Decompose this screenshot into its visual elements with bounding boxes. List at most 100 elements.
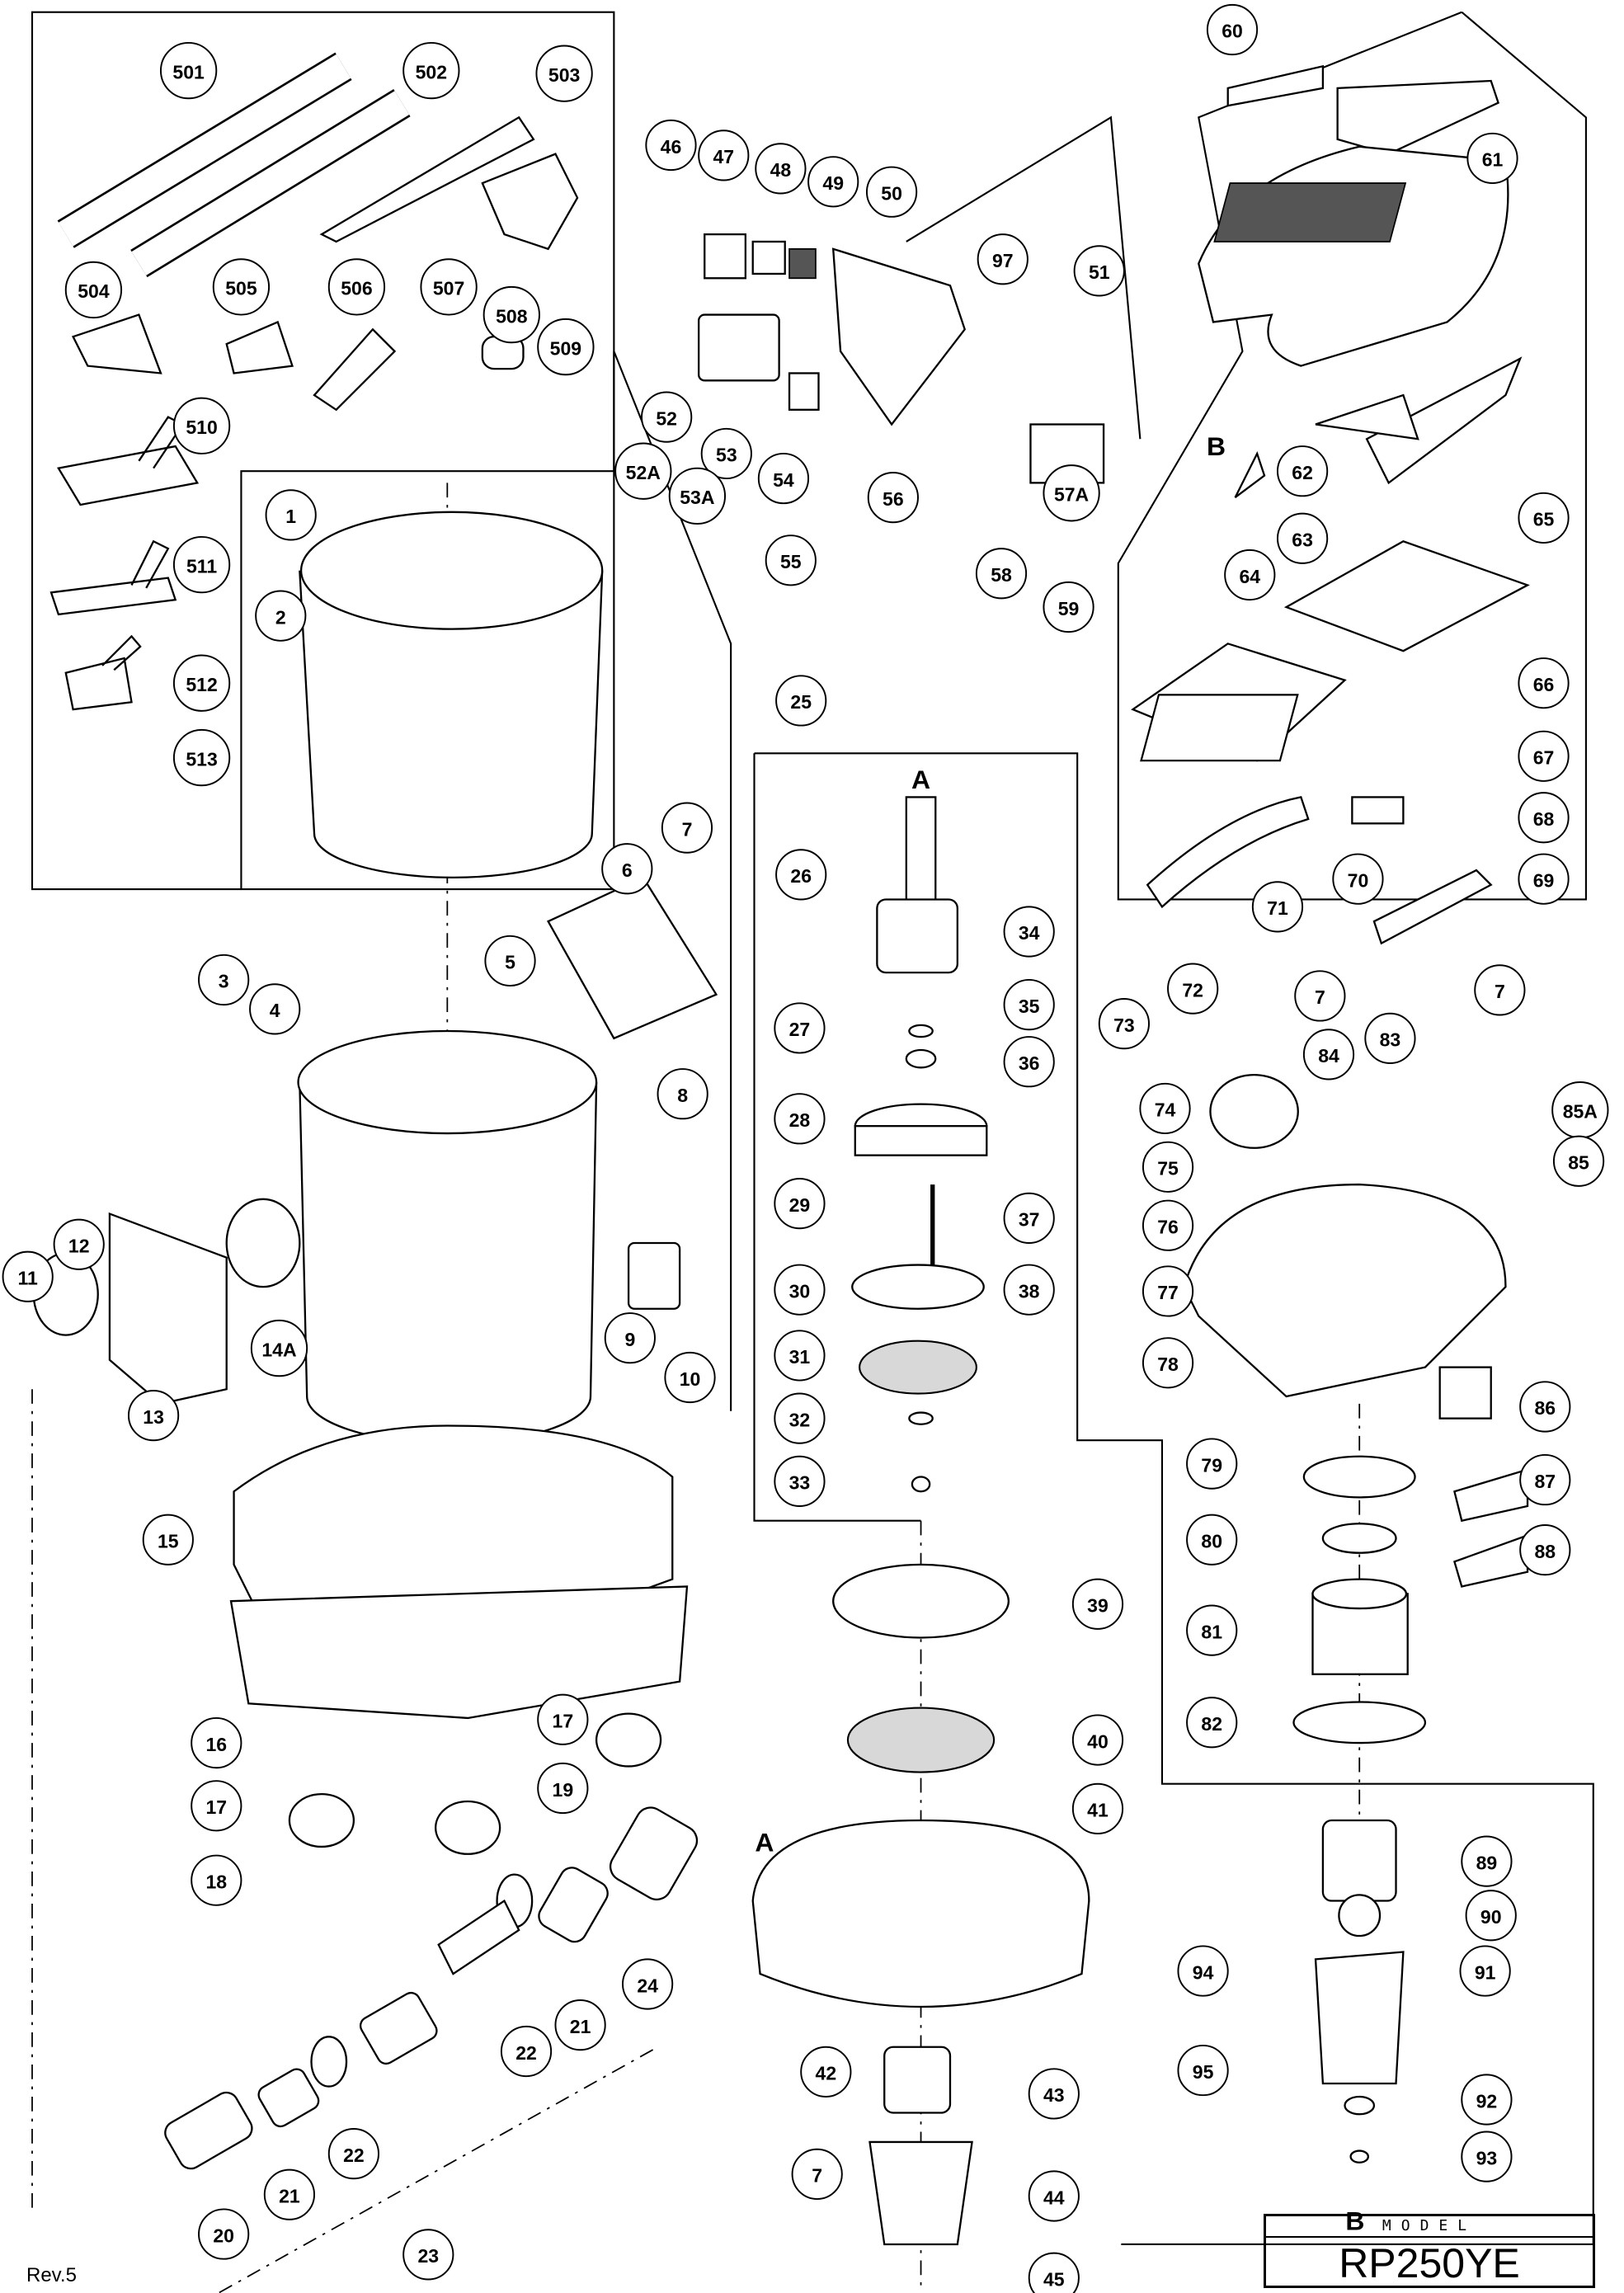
- callout-circle: [255, 590, 307, 642]
- callout-number: 43: [1043, 2084, 1065, 2106]
- brush-nozzle: [64, 634, 142, 711]
- callout-number: 65: [1533, 509, 1555, 530]
- callout-number: 25: [790, 691, 812, 713]
- part-callout-48: 48: [755, 143, 807, 195]
- part-callout-15: 15: [142, 1514, 194, 1566]
- part-callout-62: 62: [1276, 445, 1329, 497]
- callout-circle: [142, 1514, 194, 1566]
- callout-number: 12: [68, 1236, 90, 1257]
- part-callout-97: 97: [977, 233, 1029, 285]
- callout-number: 36: [1019, 1052, 1040, 1074]
- callout-circle: [1003, 1192, 1055, 1244]
- callout-number: 95: [1193, 2061, 1214, 2083]
- callout-number: 87: [1534, 1471, 1556, 1492]
- part-callout-53A: 53A: [668, 467, 727, 525]
- callout-circle: [1518, 730, 1570, 782]
- callout-circle: [1142, 1199, 1194, 1251]
- callout-circle: [1519, 1524, 1571, 1576]
- base-assembly-parts: [1183, 1074, 1529, 2164]
- callout-number: 33: [789, 1472, 811, 1494]
- callout-circle: [1043, 464, 1100, 522]
- part-callout-74: 74: [1139, 1082, 1191, 1135]
- callout-circle: [212, 258, 271, 316]
- callout-circle: [420, 258, 478, 316]
- callout-number: 34: [1019, 922, 1040, 944]
- part-callout-88: 88: [1519, 1524, 1571, 1576]
- callout-number: 31: [789, 1346, 811, 1368]
- callout-circle: [1302, 1029, 1355, 1081]
- callout-circle: [1177, 1945, 1229, 1997]
- inlet-cover: [108, 1212, 228, 1405]
- part-callout-82: 82: [1186, 1697, 1238, 1749]
- callout-circle: [601, 843, 653, 895]
- callout-number: 10: [680, 1368, 701, 1390]
- callout-circle: [402, 2229, 454, 2281]
- callout-number: 7: [1495, 981, 1505, 1002]
- callout-circle: [1224, 549, 1276, 601]
- callout-circle: [53, 1218, 105, 1270]
- callout-circle: [1461, 2074, 1513, 2126]
- callout-circle: [535, 45, 593, 102]
- callout-circle: [1167, 963, 1219, 1015]
- callout-circle: [1186, 1514, 1238, 1566]
- part-callout-33: 33: [774, 1455, 826, 1507]
- callout-circle: [867, 472, 919, 524]
- callout-number: 503: [548, 64, 580, 86]
- callout-circle: [537, 318, 595, 376]
- part-callout-2: 2: [255, 590, 307, 642]
- callout-circle: [1142, 1141, 1194, 1193]
- part-callout-24: 24: [622, 1958, 674, 2010]
- callout-number: 69: [1533, 869, 1555, 891]
- callout-number: 79: [1201, 1454, 1222, 1476]
- callout-number: 24: [637, 1975, 658, 1996]
- callout-number: 11: [18, 1268, 39, 1289]
- part-callout-1: 1: [265, 489, 317, 541]
- callout-number: 509: [550, 337, 581, 359]
- part-callout-21: 21: [263, 2168, 316, 2220]
- part-callout-22: 22: [327, 2127, 379, 2180]
- callout-number: 52: [656, 407, 677, 429]
- callout-number: 72: [1182, 979, 1203, 1001]
- callout-circle: [774, 1392, 826, 1444]
- part-callout-92: 92: [1461, 2074, 1513, 2126]
- part-callout-63: 63: [1276, 512, 1329, 564]
- part-callout-72: 72: [1167, 963, 1219, 1015]
- callout-circle: [1003, 1264, 1055, 1316]
- cover-parts: [1131, 64, 1530, 945]
- part-callout-79: 79: [1186, 1438, 1238, 1490]
- callout-circle: [614, 442, 672, 500]
- callout-circle: [484, 935, 536, 987]
- callout-circle: [1098, 998, 1150, 1050]
- gasket: [225, 1198, 301, 1288]
- callout-number: 48: [770, 159, 792, 181]
- callout-circle: [537, 1762, 589, 1815]
- callout-circle: [657, 1068, 708, 1120]
- callout-number: 84: [1318, 1045, 1339, 1066]
- part-callout-67: 67: [1518, 730, 1570, 782]
- callout-number: 513: [186, 748, 217, 770]
- callout-number: 18: [205, 1871, 227, 1892]
- callout-circle: [172, 397, 231, 454]
- part-callout-9: 9: [604, 1312, 656, 1364]
- callout-circle: [645, 119, 697, 172]
- part-callout-81: 81: [1186, 1604, 1238, 1656]
- part-callout-69: 69: [1518, 853, 1570, 905]
- callout-circle: [64, 261, 123, 319]
- part-callout-60: 60: [1206, 3, 1259, 56]
- callout-circle: [765, 534, 817, 586]
- part-callout-39: 39: [1071, 1578, 1124, 1630]
- part-callout-13: 13: [127, 1389, 180, 1442]
- part-callout-91: 91: [1459, 1945, 1511, 1997]
- callout-number: 505: [225, 278, 257, 299]
- part-callout-7: 7: [1294, 970, 1346, 1022]
- part-callout-18: 18: [191, 1854, 242, 1906]
- callout-number: 71: [1267, 897, 1288, 919]
- guide-line: [219, 2046, 658, 2293]
- callout-circle: [1186, 1604, 1238, 1656]
- callout-number: 511: [186, 555, 217, 577]
- callout-number: 26: [790, 865, 812, 887]
- motor-frame-left: [753, 753, 921, 1522]
- part-callout-44: 44: [1028, 2170, 1080, 2222]
